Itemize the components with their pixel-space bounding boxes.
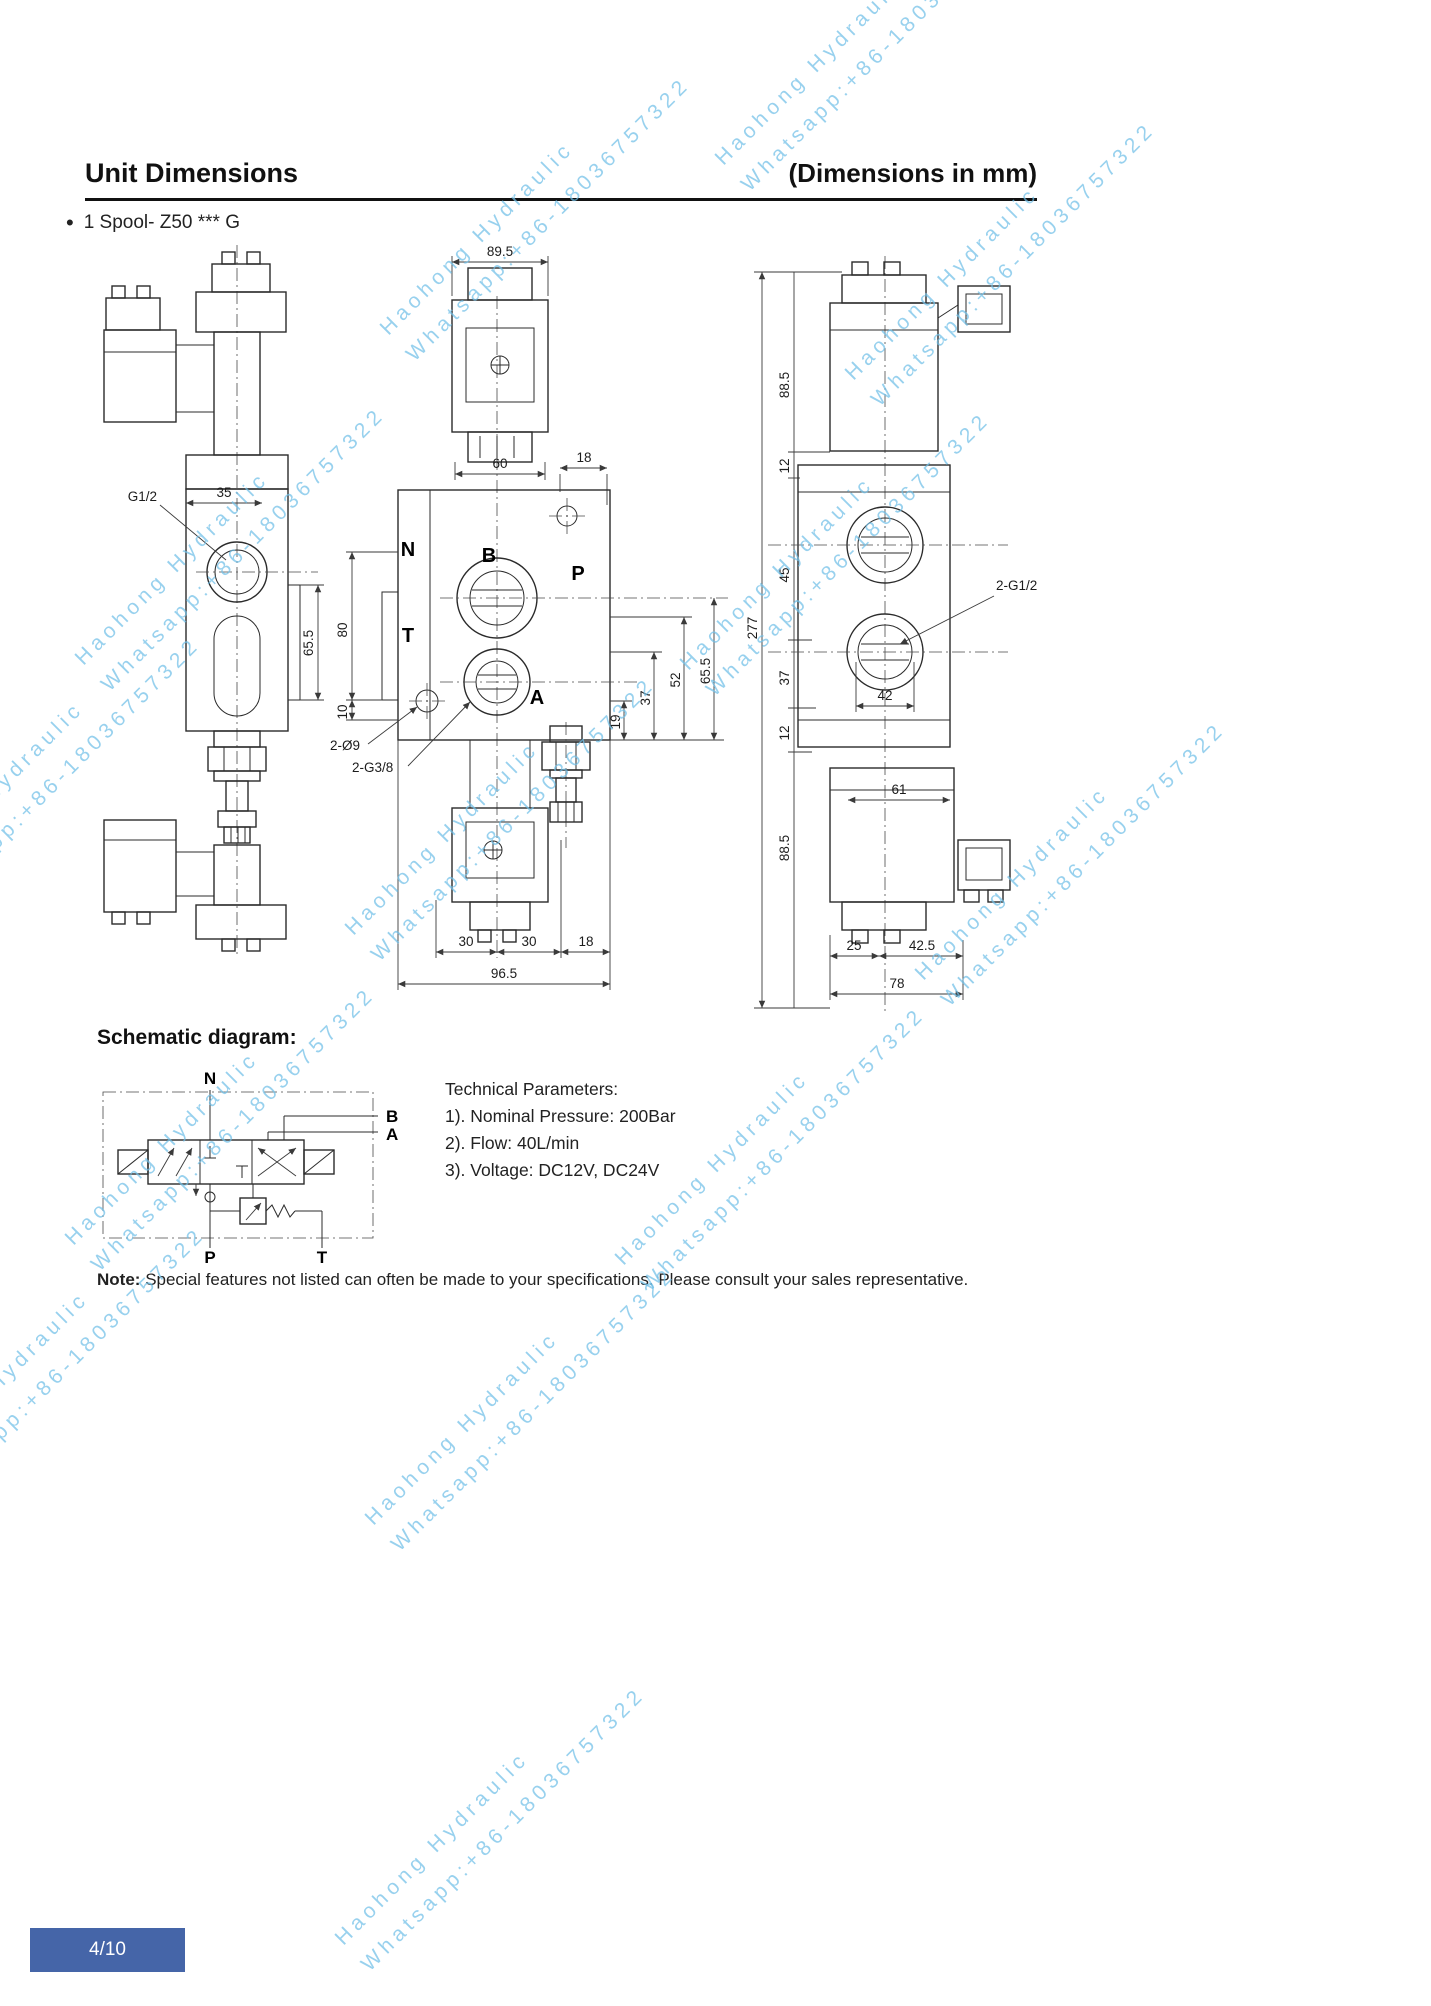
dim-label: 25: [846, 938, 861, 953]
port-label: B: [482, 545, 496, 567]
dim-label: 12: [777, 458, 792, 473]
port-label: N: [401, 539, 415, 561]
dim-label: 10: [335, 704, 350, 719]
dim-label: 30: [521, 934, 536, 949]
dim-label: 61: [891, 782, 906, 797]
dim-label: 19: [608, 714, 623, 729]
page-number: 4/10: [89, 1939, 126, 1960]
dim-label: 42: [877, 688, 892, 703]
dim-label: 2-Ø9: [330, 738, 360, 753]
technical-parameter-item: 2). Flow: 40L/min: [445, 1133, 580, 1153]
technical-parameter-item: 1). Nominal Pressure: 200Bar: [445, 1106, 676, 1126]
dim-label: 60: [492, 456, 507, 471]
dimensions-unit-note: (Dimensions in mm): [788, 158, 1037, 188]
port-label: A: [386, 1125, 398, 1144]
dim-label: 65.5: [698, 658, 713, 684]
schematic-heading: Schematic diagram:: [97, 1026, 297, 1049]
port-label: P: [204, 1248, 215, 1267]
port-label: N: [204, 1069, 216, 1088]
port-label: T: [402, 625, 414, 647]
dim-label: 37: [638, 690, 653, 705]
dim-label: 277: [745, 617, 760, 640]
dim-label: G1/2: [128, 489, 157, 504]
variant-line: • 1 Spool- Z50 *** G: [66, 212, 240, 234]
side-view: 277 88.5 12 45 37 12 88.5: [745, 256, 1037, 1012]
note-label: Note:: [97, 1270, 141, 1289]
page-number-badge: 4/10: [30, 1928, 185, 1972]
dim-label: 2-G3/8: [352, 760, 393, 775]
port-label: P: [571, 563, 584, 585]
port-label: B: [386, 1107, 398, 1126]
dim-label: 30: [458, 934, 473, 949]
dim-label: 45: [777, 567, 792, 582]
technical-parameters: Technical Parameters: 1). Nominal Pressu…: [445, 1076, 676, 1184]
bullet-icon: •: [66, 210, 74, 235]
front-view: 35 G1/2 65.5: [103, 245, 324, 958]
port-label: A: [530, 687, 544, 709]
dim-label: 18: [576, 450, 591, 465]
port-label: T: [317, 1248, 328, 1267]
dim-label: 89.5: [487, 244, 513, 259]
dim-label: 88.5: [777, 372, 792, 398]
dim-label: 78: [889, 976, 904, 991]
dim-label: 35: [216, 485, 231, 500]
dim-label: 18: [578, 934, 593, 949]
dim-label: 12: [777, 725, 792, 740]
dim-label: 2-G1/2: [996, 578, 1037, 593]
technical-parameter-item: 3). Voltage: DC12V, DC24V: [445, 1160, 660, 1180]
technical-parameters-title: Technical Parameters:: [445, 1079, 619, 1099]
dim-label: 88.5: [777, 835, 792, 861]
dim-label: 37: [777, 670, 792, 685]
top-view: 89.5 60 18: [330, 244, 728, 990]
dim-label: 96.5: [491, 966, 517, 981]
page-title: Unit Dimensions: [85, 158, 299, 188]
dim-label: 52: [668, 672, 683, 687]
dim-label: 80: [335, 622, 350, 637]
dim-label: 65.5: [301, 630, 316, 656]
page-header: Unit Dimensions (Dimensions in mm): [85, 158, 1037, 201]
note: Note: Special features not listed can of…: [97, 1270, 1075, 1290]
note-text: Special features not listed can often be…: [145, 1270, 969, 1289]
schematic-diagram: N B A P: [102, 1069, 398, 1267]
dim-label: 42.5: [909, 938, 935, 953]
variant-label: 1 Spool- Z50 *** G: [83, 212, 241, 233]
